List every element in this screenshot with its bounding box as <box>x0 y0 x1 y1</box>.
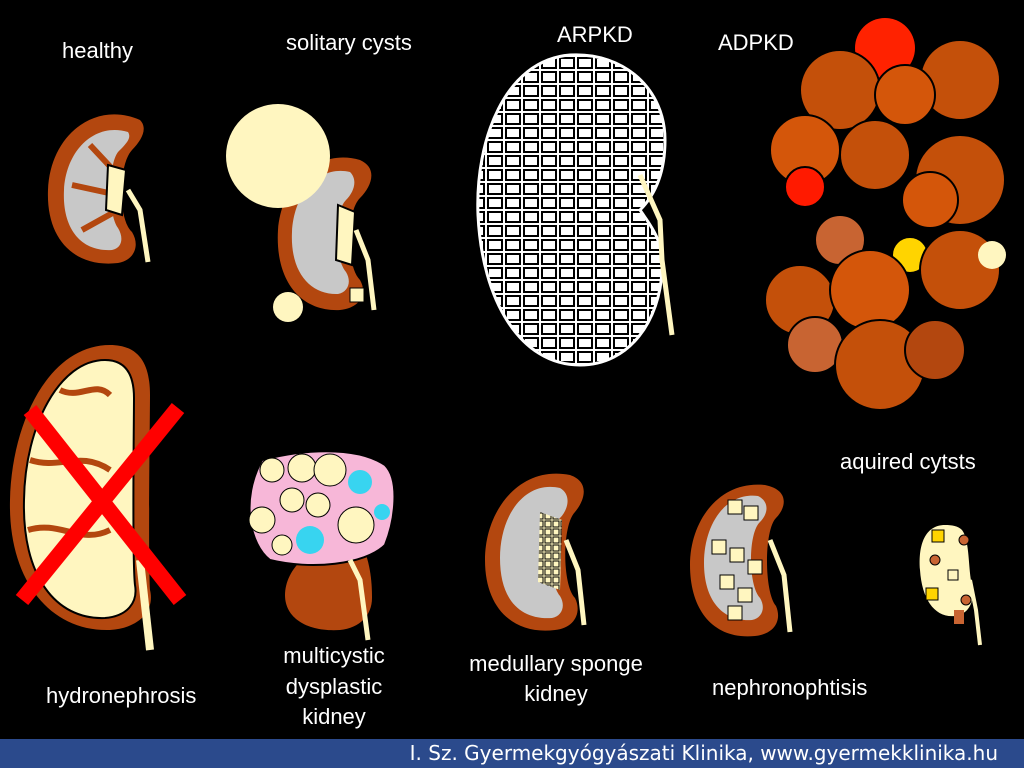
label-healthy: healthy <box>62 38 133 63</box>
footer-credit: I. Sz. Gyermekgyógyászati Klinika, www.g… <box>409 741 998 765</box>
nephronophtisis-kidney <box>690 484 793 637</box>
label-hydronephrosis: hydronephrosis <box>46 683 197 708</box>
label-multicystic-line2: dysplastic <box>285 674 383 699</box>
label-multicystic-line1: multicystic <box>283 643 385 668</box>
medullary-sponge-kidney <box>485 473 587 631</box>
healthy-kidney <box>47 114 151 264</box>
adpkd-kidney <box>764 18 1006 411</box>
red-cross-mark <box>15 402 187 606</box>
acquired-cysts-kidney <box>919 525 982 646</box>
label-nephronophtisis: nephronophtisis <box>712 675 868 700</box>
label-arpkd: ARPKD <box>557 22 633 47</box>
label-adpkd: ADPKD <box>718 30 794 55</box>
solitary-cysts-kidney <box>226 104 377 322</box>
arpkd-kidney <box>476 53 675 367</box>
label-medullary-line1: medullary sponge <box>469 651 643 676</box>
label-medullary-line2: kidney <box>524 681 588 706</box>
multicystic-dysplastic-kidney <box>248 450 396 641</box>
label-solitary-cysts: solitary cysts <box>286 30 412 55</box>
label-multicystic-line3: kidney <box>302 704 366 729</box>
label-aquired-cysts: aquired cytsts <box>840 449 976 474</box>
hydronephrosis-kidney <box>9 345 154 651</box>
footer-bar: I. Sz. Gyermekgyógyászati Klinika, www.g… <box>0 739 1024 768</box>
